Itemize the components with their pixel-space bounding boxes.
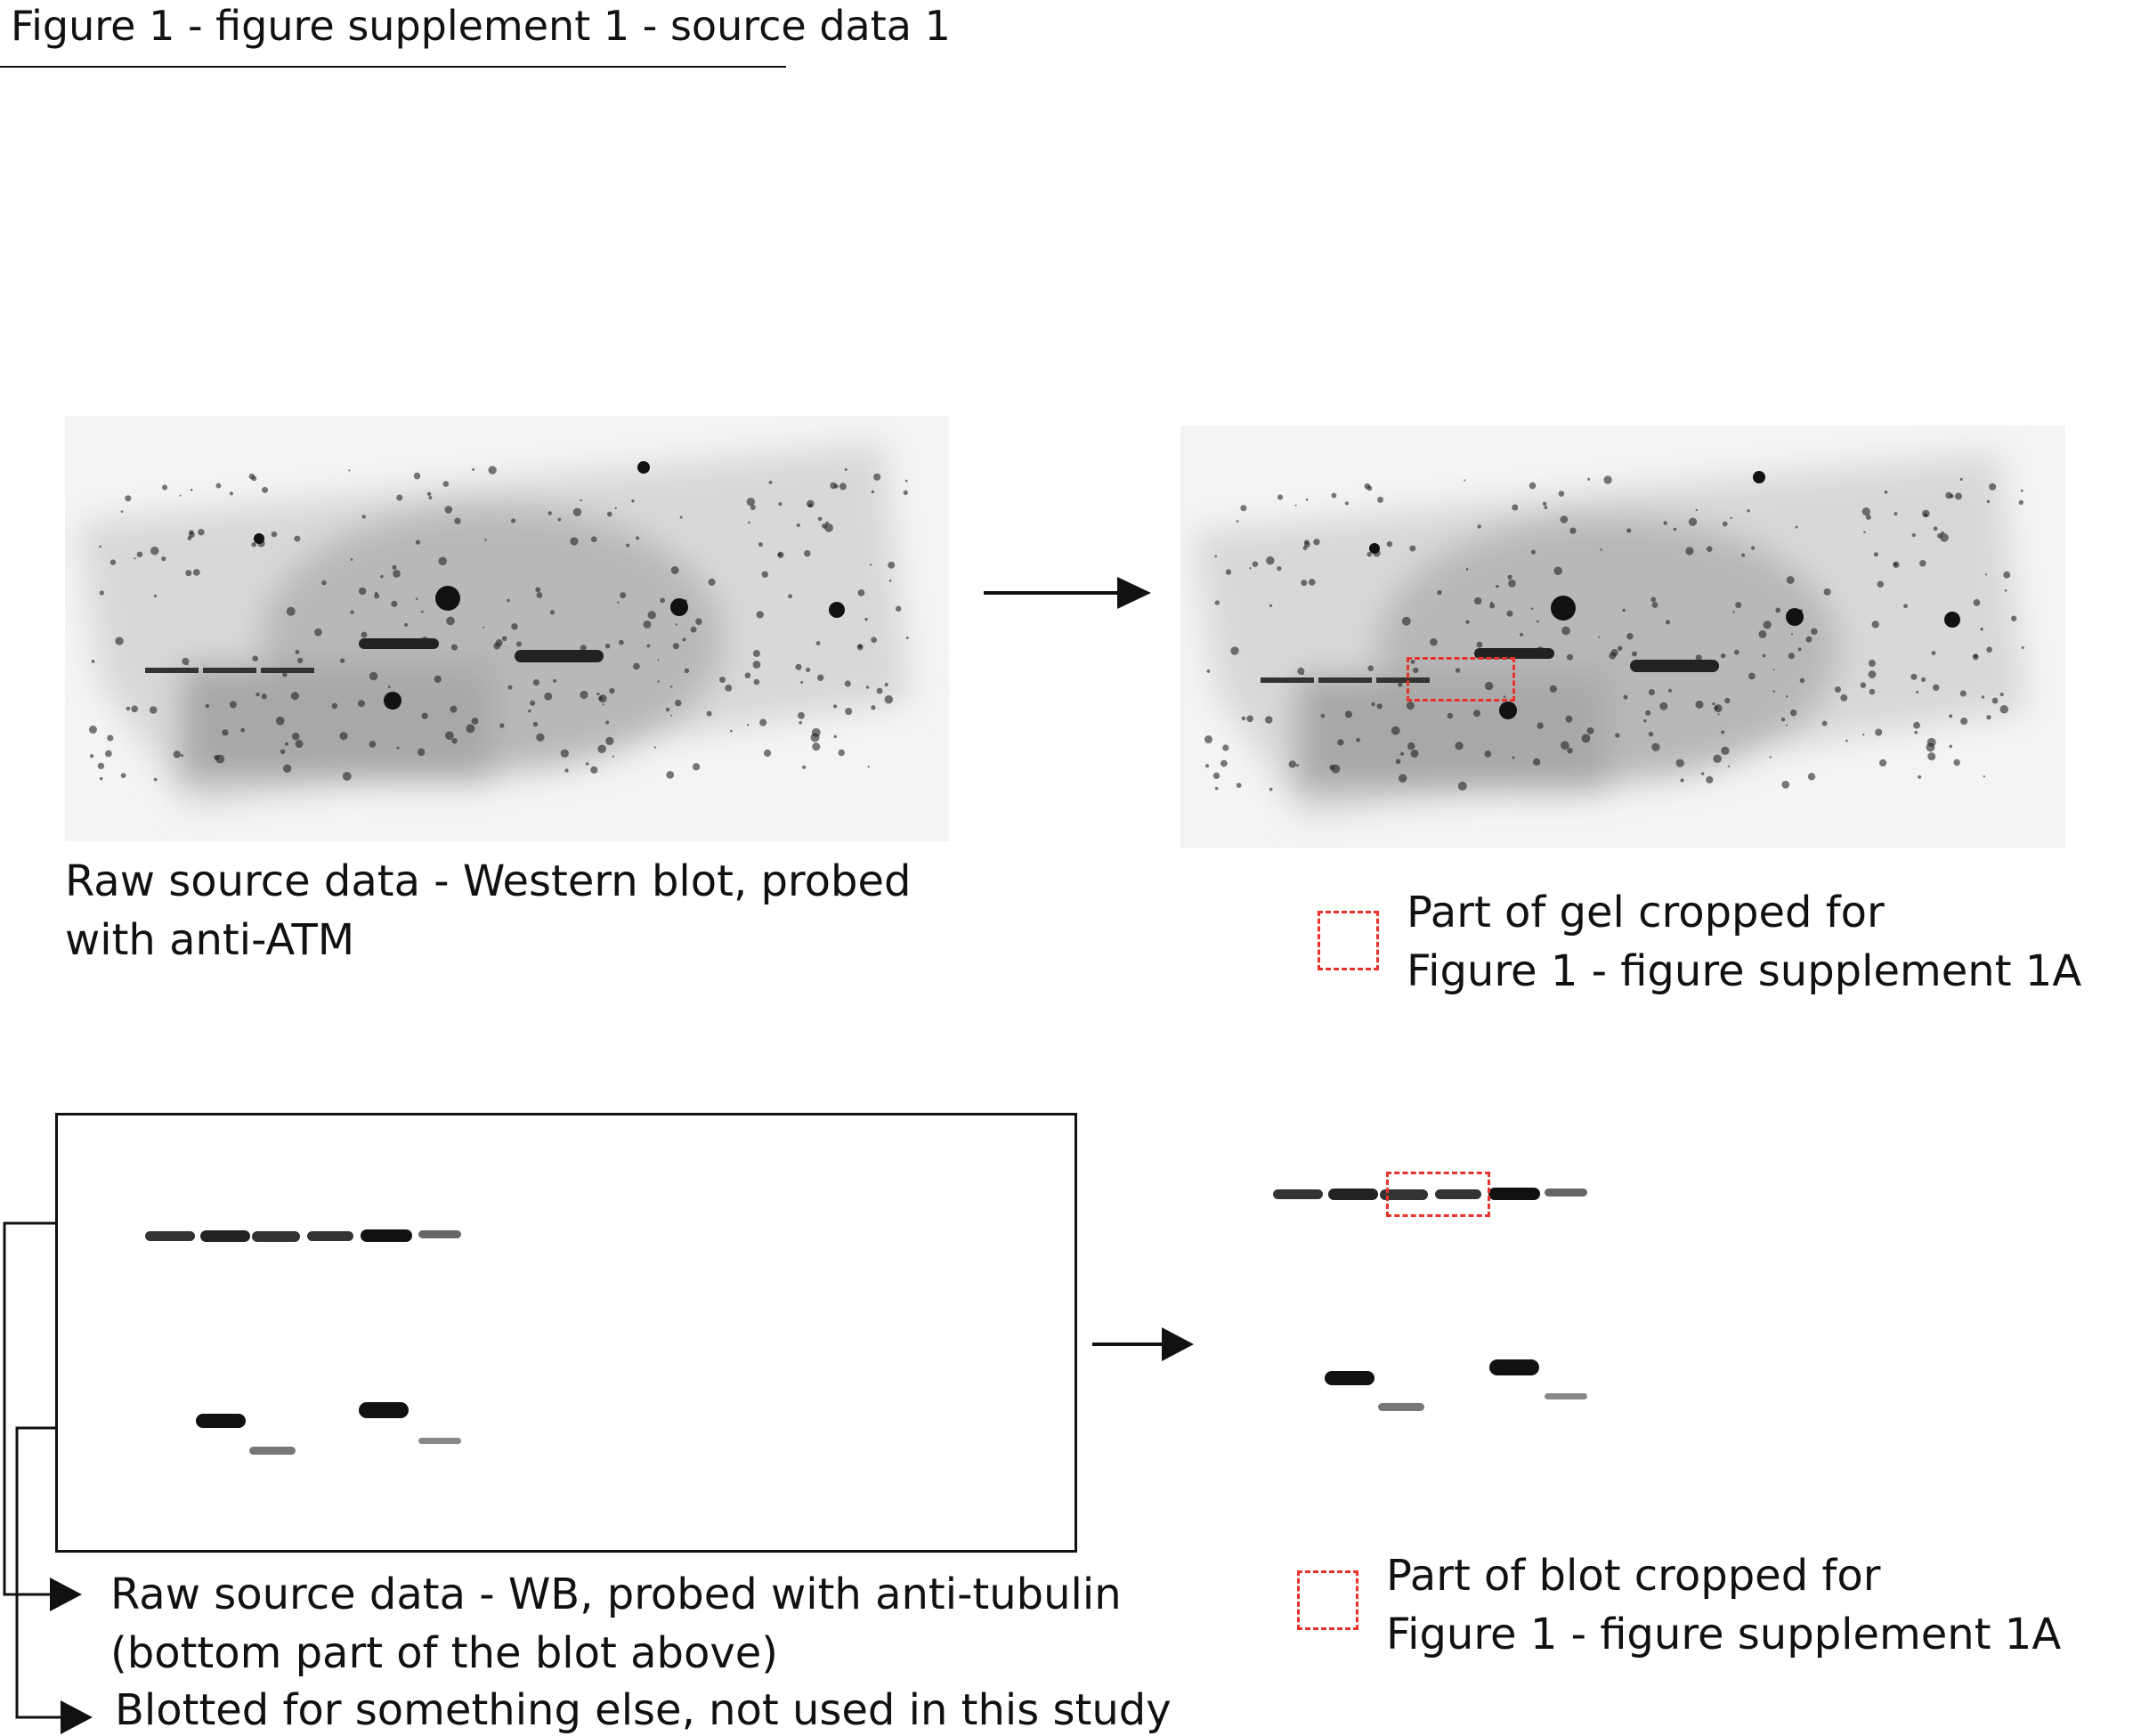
crop-legend: Part of gel cropped for Figure 1 - figur… — [1407, 883, 2081, 1001]
legend-line: Part of blot cropped for — [1386, 1551, 1881, 1601]
legend-line: Figure 1 - figure supplement 1A — [1386, 1610, 2062, 1659]
cropped-atm-blot-image — [1180, 426, 2065, 848]
other-blot-caption: Blotted for something else, not used in … — [115, 1685, 1172, 1735]
legend-line: Part of gel cropped for — [1407, 888, 1885, 937]
cropped-tubulin-blot-image — [1246, 1148, 1602, 1451]
tubulin-caption: Raw source data - WB, probed with anti-t… — [110, 1565, 1122, 1683]
raw-tubulin-blot-frame — [55, 1113, 1077, 1553]
arrow-icon — [1092, 1327, 1194, 1361]
caption-line: with anti-ATM — [65, 915, 355, 965]
legend-crop-swatch — [1318, 911, 1379, 970]
arrow-icon — [984, 577, 1151, 609]
raw-tubulin-blot-bands — [145, 1229, 461, 1455]
caption-line: Raw source data - Western blot, probed — [65, 856, 912, 906]
title-underline — [0, 66, 786, 68]
atm-blot-caption: Raw source data - Western blot, probed w… — [65, 852, 911, 969]
crop-region-box — [1386, 1172, 1490, 1217]
legend-line: Figure 1 - figure supplement 1A — [1407, 946, 2082, 996]
figure-title: Figure 1 - figure supplement 1 - source … — [11, 2, 951, 50]
raw-atm-blot-image — [65, 416, 949, 841]
caption-line: (bottom part of the blot above) — [110, 1628, 778, 1678]
caption-line: Raw source data - WB, probed with anti-t… — [110, 1570, 1122, 1619]
bracket-arrows — [3, 1221, 93, 1734]
crop-legend: Part of blot cropped for Figure 1 - figu… — [1386, 1546, 2061, 1664]
legend-crop-swatch — [1297, 1570, 1358, 1630]
crop-region-box — [1407, 657, 1515, 702]
